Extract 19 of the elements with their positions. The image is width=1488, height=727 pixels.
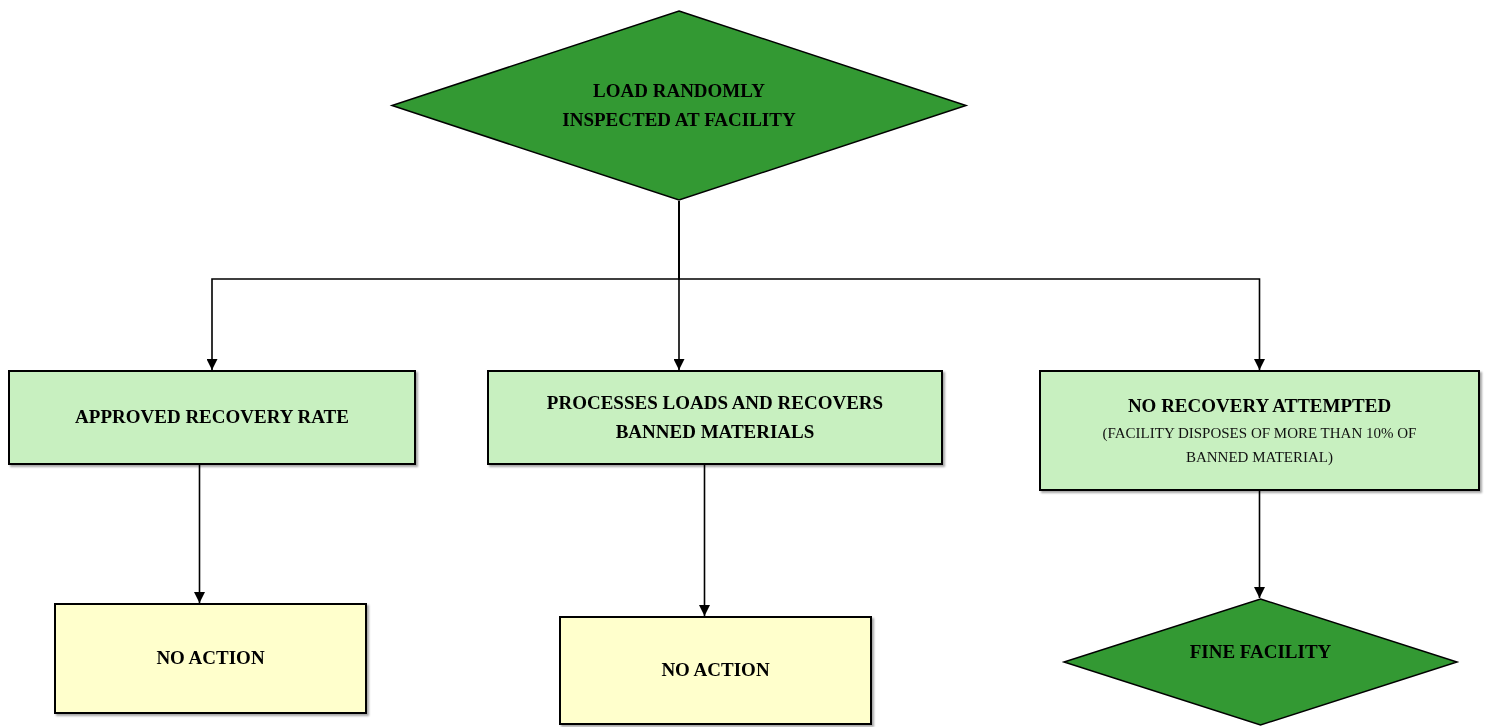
arrow	[194, 464, 205, 604]
arrow	[699, 464, 710, 617]
process-box	[487, 370, 943, 465]
node-heading: NO ACTION	[661, 658, 770, 683]
process-box	[8, 370, 416, 465]
arrow	[678, 200, 1265, 371]
node-heading: NO RECOVERY ATTEMPTED	[1127, 394, 1392, 419]
node-heading: NO ACTION	[156, 646, 265, 671]
arrow	[1254, 490, 1265, 599]
decision-diamond	[391, 10, 967, 201]
node-heading: PROCESSES LOADS AND RECOVERS BANNED MATERIALS	[545, 391, 885, 444]
node-heading: LOAD RANDOMLY INSPECTED AT FACILITY	[561, 79, 797, 132]
outcome-box	[54, 603, 367, 714]
outcome-box	[559, 616, 872, 725]
node-heading: APPROVED RECOVERY RATE	[75, 405, 349, 430]
process-box	[1039, 370, 1480, 491]
decision-diamond	[1063, 598, 1458, 726]
node-heading: FINE FACILITY	[1189, 639, 1332, 664]
node-note: (FACILITY DISPOSES OF MORE THAN 10% OF BANNED MATERIAL)	[1101, 423, 1418, 467]
